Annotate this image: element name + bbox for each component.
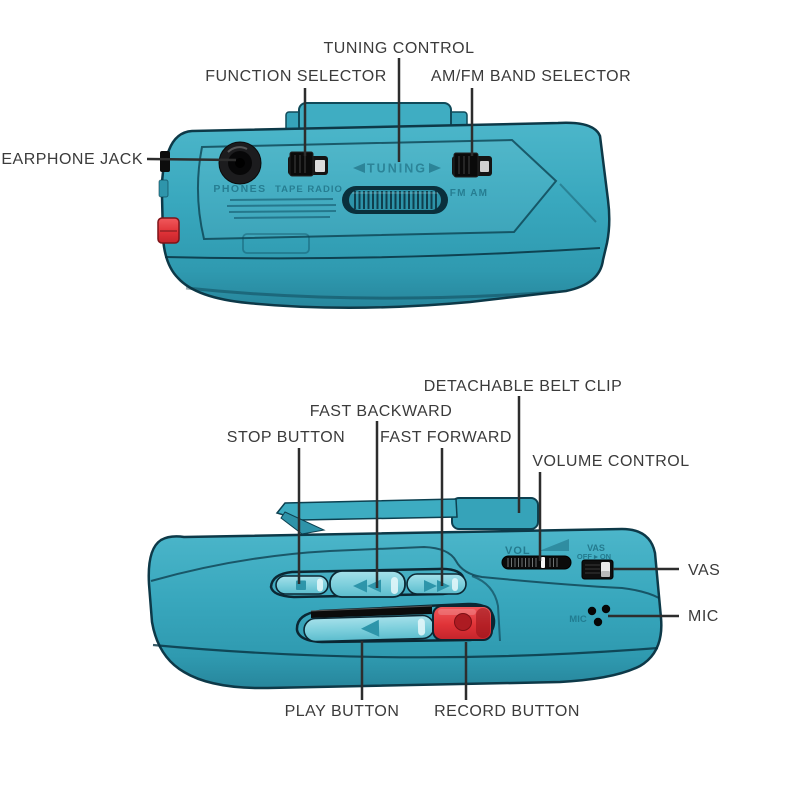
tuning-left-arrow-icon: [353, 163, 365, 173]
function-selector-switch: [288, 151, 328, 177]
vas-switch: [581, 559, 614, 580]
stop-button: [275, 575, 329, 595]
top-body-underside-shade: [185, 286, 557, 300]
belt-clip: [275, 497, 539, 535]
vas-engraving: VAS: [587, 543, 605, 553]
label-belt-clip: DETACHABLE BELT CLIP: [423, 378, 623, 395]
label-vas: VAS: [688, 562, 721, 579]
label-play-button: PLAY BUTTON: [284, 703, 400, 720]
label-stop-button: STOP BUTTON: [226, 429, 346, 446]
side-jack-profile: [160, 151, 170, 172]
fm-am-engraving: FM AM: [450, 188, 488, 199]
tuning-wheel: [342, 186, 448, 214]
side-tab: [158, 179, 169, 198]
vol-engraving: VOL: [505, 545, 531, 557]
tuning-engraving: TUNING: [353, 162, 441, 176]
label-function-selector: FUNCTION SELECTOR: [205, 68, 387, 85]
vent-lines: [226, 198, 337, 219]
bottom-body-seam: [152, 643, 659, 659]
volume-wedge-icon: [539, 539, 569, 551]
side-red-button: [157, 217, 180, 244]
rewind-icon: [353, 579, 367, 593]
top-view-device: PHONES TAPE RADIO TUNING: [157, 102, 611, 310]
off-on-engraving: OFF ▸ ON: [577, 552, 611, 561]
label-record-button: RECORD BUTTON: [434, 703, 580, 720]
svg-text:TUNING: TUNING: [367, 162, 427, 176]
top-body-seam: [164, 247, 601, 260]
mic-engraving: MIC: [569, 614, 587, 625]
record-button: [432, 605, 493, 641]
volume-wheel: [501, 555, 572, 570]
leader-lines: [146, 58, 679, 700]
stop-icon: [296, 580, 306, 590]
bottom-panel-divider: [471, 575, 501, 642]
label-earphone-jack: EARPHONE JACK: [1, 151, 143, 168]
earphone-jack: [218, 141, 262, 185]
fast-backward-button: [329, 570, 406, 598]
fast-forward-button: [406, 573, 467, 595]
top-device-body: [160, 121, 611, 310]
phones-engraving: PHONES: [213, 183, 266, 195]
bottom-panel-line: [150, 545, 660, 599]
play-button: [303, 614, 435, 643]
label-fast-backward: FAST BACKWARD: [309, 403, 453, 420]
bottom-view-device: VOL VAS OFF ▸ ON MIC: [147, 497, 663, 690]
record-icon: [454, 613, 472, 631]
label-tuning-control: TUNING CONTROL: [323, 40, 475, 57]
tape-radio-engraving: TAPE RADIO: [275, 184, 343, 195]
label-band-selector: AM/FM BAND SELECTOR: [430, 68, 632, 85]
leader-earphone-jack: [146, 157, 237, 162]
panel-accent-line: [559, 183, 597, 223]
front-door-outline: [242, 233, 310, 254]
label-volume-control: VOLUME CONTROL: [532, 453, 690, 470]
label-fast-forward: FAST FORWARD: [380, 429, 512, 446]
fast-forward-icon: [424, 580, 437, 592]
mic-holes: [587, 604, 611, 627]
tuning-right-arrow-icon: [429, 163, 441, 173]
play-icon: [361, 619, 380, 637]
band-selector-switch: [452, 152, 492, 178]
label-mic: MIC: [688, 608, 719, 625]
lever-slot: [311, 606, 432, 618]
